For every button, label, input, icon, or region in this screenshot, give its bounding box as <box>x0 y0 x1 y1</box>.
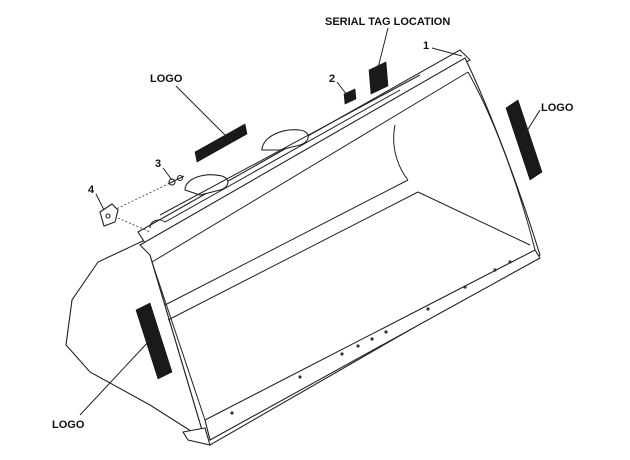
cutting-edge-lip <box>182 427 211 446</box>
bucket-shell <box>139 57 541 446</box>
rear-bracket-line <box>149 89 401 229</box>
leader-serial-tag <box>377 27 389 69</box>
cutting-edge <box>204 249 541 441</box>
leader-item-3 <box>162 167 173 181</box>
item-2-label: 2 <box>329 73 335 85</box>
logo-decal-top <box>194 123 248 163</box>
rear-top-plate <box>137 49 471 247</box>
item-2-decal <box>343 88 357 105</box>
item-3-hardware <box>167 174 185 186</box>
cutting-edge-bolts <box>230 260 512 415</box>
serial-tag-decal <box>368 61 389 95</box>
logo-label-bottom: LOGO <box>52 419 85 431</box>
logo-label-right: LOGO <box>541 102 574 114</box>
leader-logo-right <box>519 109 541 143</box>
mounting-hook-upper <box>261 129 309 151</box>
bucket-inner-left-edge <box>151 261 206 421</box>
item-1-label: 1 <box>423 40 429 52</box>
logo-decal-left <box>135 302 173 380</box>
logo-decal-right <box>505 99 543 181</box>
mounting-hook-lower <box>184 174 229 196</box>
bucket-inner-right-edge <box>417 191 531 246</box>
bucket-inner-top-edge <box>151 71 469 263</box>
leader-item-4 <box>95 193 105 211</box>
leader-logo-top <box>175 85 233 143</box>
item-3-label: 3 <box>155 158 161 170</box>
leader-logo-bottom <box>79 339 151 416</box>
item-4-label: 4 <box>88 184 95 196</box>
bucket-right-wall-edge <box>467 71 536 251</box>
bucket-inner-curve <box>393 124 409 181</box>
assembly-dashed-line-2 <box>117 217 151 233</box>
leader-item-2 <box>336 81 348 96</box>
bucket-inner-floor-back <box>164 179 409 306</box>
assembly-dashed-line <box>109 182 171 213</box>
rear-bracket-line-2 <box>159 74 421 216</box>
logo-label-top: LOGO <box>150 73 183 85</box>
leader-item-1 <box>431 47 463 57</box>
item-4-bracket-hole <box>105 213 111 219</box>
serial-tag-location-label: SERIAL TAG LOCATION <box>325 16 450 28</box>
bucket-inner-floor-back-2 <box>167 191 419 321</box>
